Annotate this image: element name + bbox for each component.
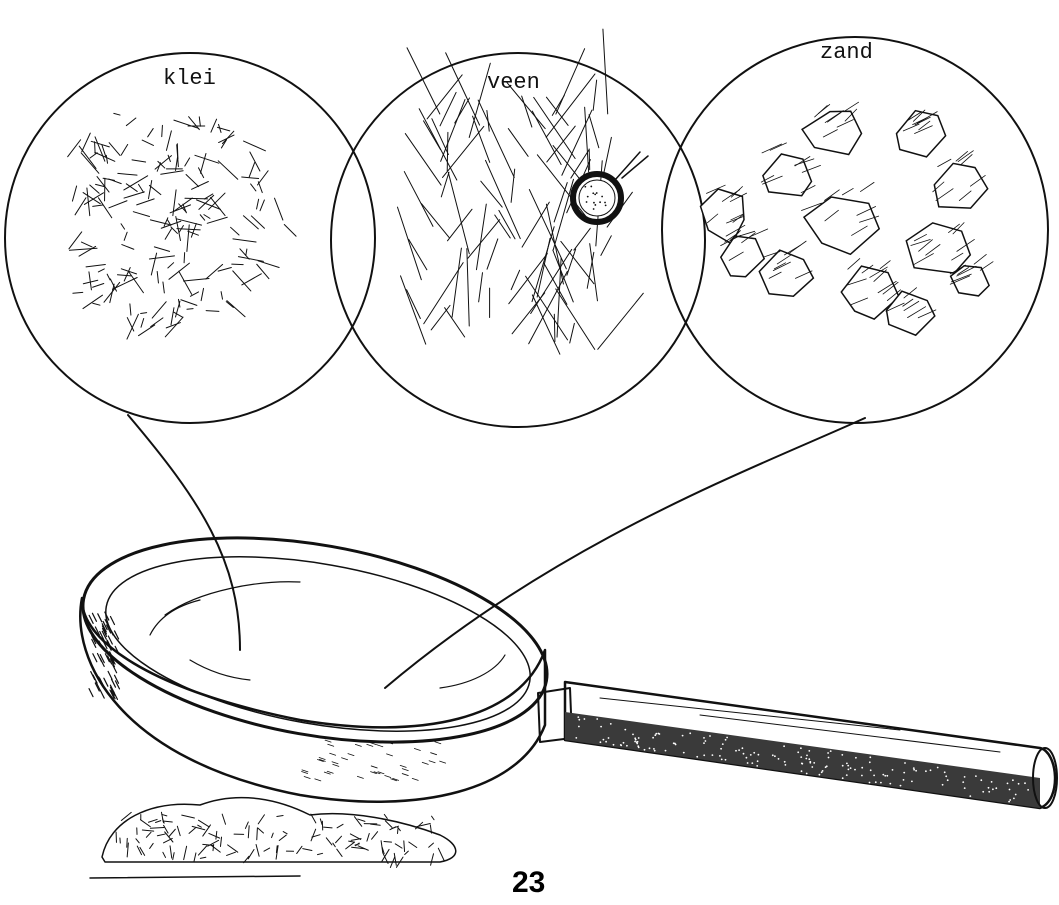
peat-label: veen — [487, 70, 540, 95]
soil-sample — [90, 798, 456, 878]
clay-label: klei — [163, 66, 216, 91]
connector-line-sand — [385, 418, 865, 688]
magnifying-glass-icon — [67, 506, 1057, 808]
sand-circle: zand — [662, 37, 1048, 423]
connector-line-clay — [128, 415, 240, 650]
pollen-grain — [573, 152, 648, 222]
page-number: 23 — [512, 866, 545, 899]
clay-texture — [68, 113, 296, 339]
sand-grains — [701, 102, 994, 335]
sand-label: zand — [820, 40, 873, 65]
peat-circle: veen — [331, 29, 705, 427]
clay-circle: klei — [5, 53, 375, 423]
